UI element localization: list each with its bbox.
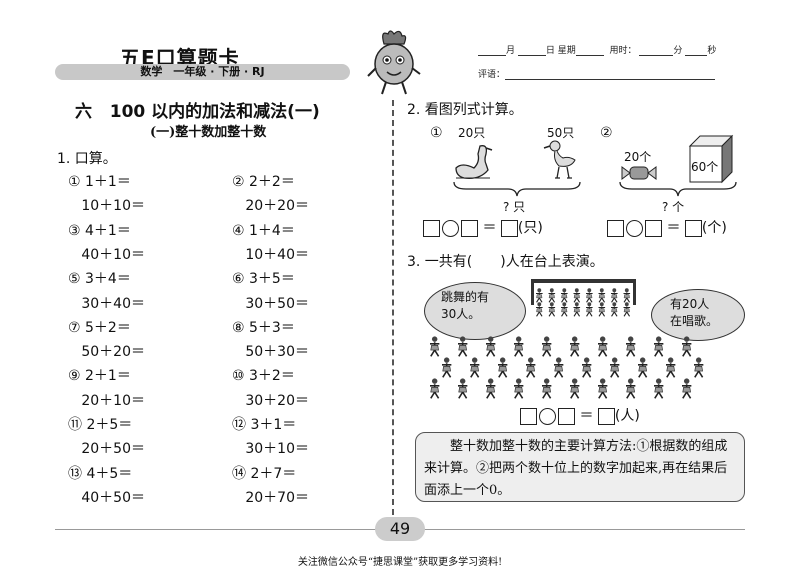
problem-2-marker: ②	[600, 125, 613, 141]
subject-bar: 数学 一年级 · 下册 · RJ	[55, 64, 350, 80]
exercise-item: 50＋20＝	[68, 344, 145, 361]
exercise-item: ⑤ 3＋4＝	[68, 271, 131, 288]
duck-count: 50只	[547, 126, 575, 140]
date-time-line: 月 日 星期 用时： 分 秒	[478, 43, 716, 56]
exercise-item: 10＋40＝	[232, 246, 309, 263]
exercise-item: ⑩ 3＋2＝	[232, 368, 295, 385]
second-blank[interactable]	[685, 45, 708, 56]
exercise-item: ③ 4＋1＝	[68, 222, 131, 239]
exercise-item: 20＋70＝	[232, 489, 309, 506]
exercise-item: ⑫ 3＋1＝	[232, 417, 297, 433]
q2-label: 2. 看图列式计算。	[407, 102, 523, 118]
box-icon	[688, 134, 734, 184]
exercise-item: 30＋50＝	[232, 295, 309, 312]
footer-text: 关注微信公众号“捷思课堂”获取更多学习资料!	[297, 557, 503, 568]
section-title: (一)整十数加整十数	[150, 125, 267, 140]
exercise-item: ⑭ 2＋7＝	[232, 465, 297, 482]
day-blank[interactable]	[517, 45, 546, 56]
exercise-item: ⑪ 2＋5＝	[68, 417, 133, 433]
exercise-item: 50＋30＝	[232, 344, 309, 361]
operator-circle[interactable]	[539, 407, 556, 425]
comment-blank[interactable]	[505, 69, 716, 80]
exercise-item: 20＋50＝	[68, 441, 145, 458]
q3-label: 3. 一共有( )人在台上表演。	[407, 254, 604, 270]
exercise-item: 30＋40＝	[68, 295, 145, 312]
answer-box[interactable]	[607, 219, 624, 237]
answer-box[interactable]	[423, 219, 440, 237]
equation-3: ＝ (人)	[520, 405, 640, 425]
answer-box[interactable]	[520, 407, 537, 425]
answer-box[interactable]	[558, 407, 575, 425]
box-count: 60个	[691, 160, 719, 174]
exercise-item: ⑥ 3＋5＝	[232, 271, 295, 288]
q1-label: 1. 口算。	[57, 151, 117, 167]
minute-blank[interactable]	[639, 45, 674, 56]
month-blank[interactable]	[478, 45, 506, 56]
exercise-item: ④ 1＋4＝	[232, 222, 295, 239]
exercise-item: 40＋50＝	[68, 489, 145, 506]
exercise-item: 20＋20＝	[232, 198, 309, 215]
page-number: 49	[375, 517, 425, 541]
swan-icon	[455, 145, 493, 179]
weekday-blank[interactable]	[575, 45, 604, 56]
method-note: 整十数加整十数的主要计算方法:①根据数的组成来计算。②把两个数十位上的数字加起来…	[415, 432, 745, 502]
exercise-item: ⑬ 4＋5＝	[68, 465, 133, 482]
exercise-item: ② 2＋2＝	[232, 174, 295, 190]
column-divider	[392, 100, 394, 515]
answer-box[interactable]	[645, 219, 662, 237]
candy-count: 20个	[624, 150, 652, 164]
comment-line: 评语：	[478, 67, 716, 80]
problem-1-marker: ①	[430, 125, 443, 141]
exercise-item: ⑦ 5＋2＝	[68, 319, 131, 336]
problem-1-question: ? 只	[503, 200, 526, 214]
exercise-item: 20＋10＝	[68, 392, 145, 409]
duck-icon	[543, 140, 576, 179]
answer-box[interactable]	[597, 407, 615, 425]
swan-count: 20只	[458, 126, 486, 140]
exercise-item: ⑧ 5＋3＝	[232, 319, 295, 336]
unit-title: 六 100 以内的加法和减法(一)	[75, 102, 320, 122]
answer-box[interactable]	[500, 219, 518, 237]
performers-illustration	[430, 279, 704, 399]
exercise-item: 40＋10＝	[68, 246, 145, 263]
speech-bubble-left: 跳舞的有 30人。	[424, 282, 526, 340]
answer-box[interactable]	[684, 219, 702, 237]
operator-circle[interactable]	[442, 219, 459, 237]
candy-icon	[621, 166, 657, 180]
answer-box[interactable]	[461, 219, 478, 237]
brace-2-icon	[619, 181, 737, 197]
equation-2: ＝ (个)	[607, 217, 727, 237]
radish-mascot-icon	[367, 30, 421, 95]
brace-1-icon	[453, 181, 581, 197]
operator-circle[interactable]	[626, 219, 643, 237]
exercise-item: 30＋20＝	[232, 392, 309, 409]
equation-1: ＝ (只)	[423, 217, 543, 237]
exercise-item: ⑨ 2＋1＝	[68, 368, 131, 385]
exercise-item: 10＋10＝	[68, 198, 145, 215]
exercise-item: 30＋10＝	[232, 441, 309, 458]
speech-bubble-right: 有20人 在唱歌。	[651, 289, 745, 341]
problem-2-question: ? 个	[662, 200, 685, 214]
exercise-item: ① 1＋1＝	[68, 174, 131, 190]
